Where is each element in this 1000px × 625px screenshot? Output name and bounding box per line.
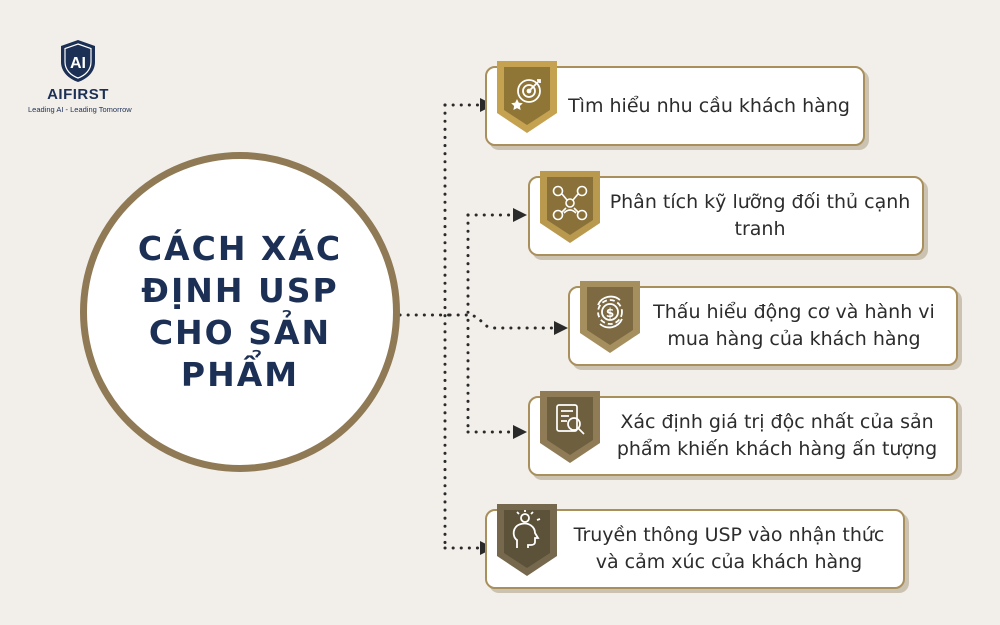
- step-text-3: Thấu hiểu động cơ và hành vi mua hàng củ…: [653, 301, 935, 350]
- shield-logo-icon: AI: [61, 40, 95, 82]
- logo-letters: AI: [70, 55, 86, 72]
- money-gear-icon: $: [597, 295, 623, 329]
- step-badge-4: [540, 391, 600, 463]
- step-text-5: Truyền thông USP vào nhận thức và cảm xú…: [573, 524, 885, 573]
- center-circle: CÁCH XÁC ĐỊNH USP CHO SẢN PHẨM: [80, 152, 400, 472]
- center-title: CÁCH XÁC ĐỊNH USP CHO SẢN PHẨM: [137, 229, 343, 394]
- step-text-4: Xác định giá trị độc nhất của sản phẩm k…: [616, 411, 938, 460]
- step-card-4: Xác định giá trị độc nhất của sản phẩm k…: [528, 391, 958, 476]
- target-star-icon: [511, 79, 541, 110]
- svg-text:$: $: [606, 306, 614, 320]
- competitor-network-icon: [552, 185, 588, 221]
- step-card-3: $ Thấu hiểu động cơ và hành vi mua hàng …: [568, 281, 958, 366]
- arrow-head-4: [513, 425, 527, 439]
- arrow-head-3: [554, 321, 568, 335]
- brand-logo: AI AIFIRST Leading AI - Leading Tomorrow: [28, 38, 132, 114]
- step-card-5: Truyền thông USP vào nhận thức và cảm xú…: [485, 504, 905, 589]
- brand-tagline: Leading AI - Leading Tomorrow: [28, 105, 132, 114]
- step-badge-1: [497, 61, 557, 133]
- step-text-1: Tìm hiểu nhu cầu khách hàng: [568, 94, 850, 117]
- brand-name: AIFIRST: [47, 86, 109, 103]
- step-text-2: Phân tích kỹ lưỡng đối thủ cạnh tranh: [609, 191, 911, 240]
- head-idea-icon: [512, 510, 541, 548]
- step-card-2: Phân tích kỹ lưỡng đối thủ cạnh tranh: [528, 171, 924, 256]
- step-badge-3: $: [580, 281, 640, 353]
- arrow-head-2: [513, 208, 527, 222]
- step-badge-5: [497, 504, 557, 576]
- step-card-1: Tìm hiểu nhu cầu khách hàng: [485, 61, 865, 146]
- step-badge-2: [540, 171, 600, 243]
- magnify-document-icon: [556, 404, 585, 435]
